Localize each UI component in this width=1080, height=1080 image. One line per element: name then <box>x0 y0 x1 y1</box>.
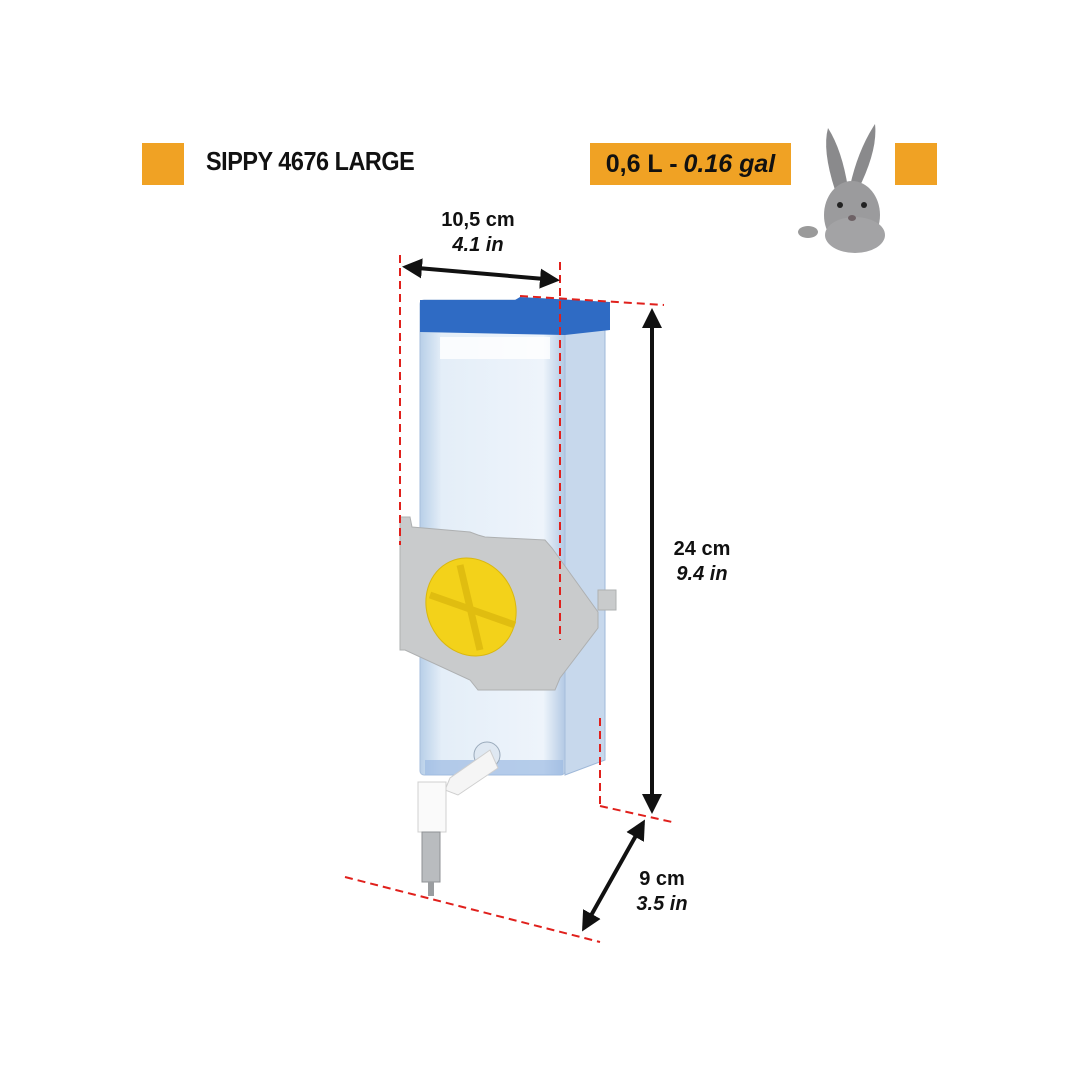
capacity-metric: 0,6 L - <box>605 149 678 178</box>
accent-square-left <box>142 143 184 185</box>
capacity-imperial: 0.16 gal <box>683 149 776 178</box>
depth-label: 9 cm 3.5 in <box>612 867 712 917</box>
width-label: 10,5 cm 4.1 in <box>428 208 528 258</box>
capacity-badge: 0,6 L - 0.16 gal <box>590 143 791 185</box>
width-in: 4.1 in <box>452 234 504 256</box>
product-title: SIPPY 4676 LARGE <box>206 146 415 176</box>
height-in: 9.4 in <box>676 563 728 585</box>
depth-arrow <box>582 819 645 932</box>
accent-square-right <box>895 143 937 185</box>
rabbit-photo <box>798 124 885 253</box>
width-cm: 10,5 cm <box>441 209 515 231</box>
height-cm: 24 cm <box>673 538 731 560</box>
depth-cm: 9 cm <box>639 868 685 890</box>
water-bottle-illustration <box>399 297 617 896</box>
dimension-guides <box>344 255 673 943</box>
depth-in: 3.5 in <box>636 893 688 915</box>
height-label: 24 cm 9.4 in <box>652 537 752 587</box>
width-arrow <box>402 258 560 289</box>
